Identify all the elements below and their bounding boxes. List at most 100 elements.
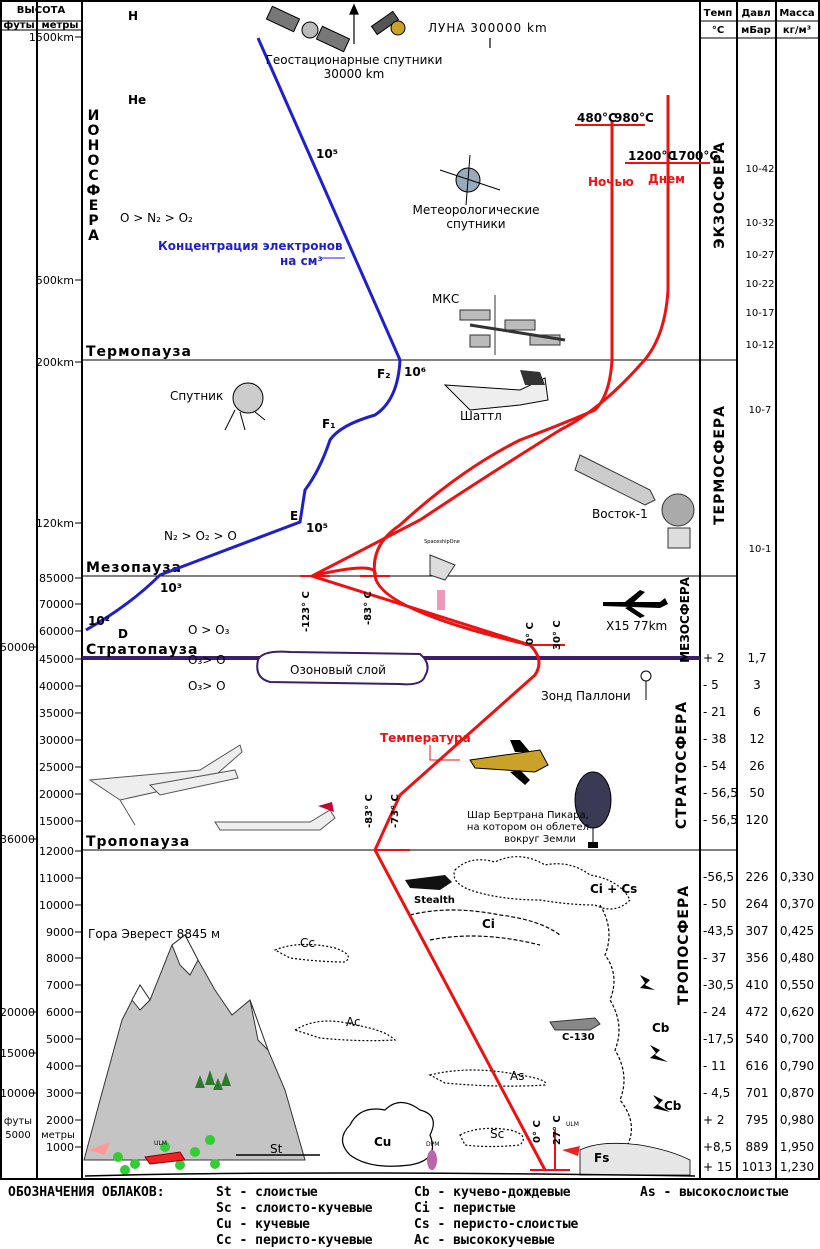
label-vostok: Восток-1: [592, 507, 648, 521]
meter-tick-label: 10000: [39, 899, 74, 912]
meter-tick-label: 85000: [39, 572, 74, 585]
ozone-label: Озоновый слой: [290, 663, 386, 677]
label-day: Днем: [648, 172, 685, 186]
label-piccard-1: Шар Бертрана Пикара,: [467, 810, 589, 821]
pressure-cell: 12: [749, 732, 764, 746]
label-he: He: [128, 93, 146, 107]
meter-tick-label: 2000: [46, 1114, 74, 1127]
pressure-cell: 307: [746, 924, 769, 938]
label-moon: ЛУНА 300000 km: [428, 21, 548, 35]
meter-tick-label: 500km: [36, 274, 74, 287]
mass-cell: 1,950: [780, 1140, 814, 1154]
temperature-cell: - 37: [703, 951, 726, 965]
layer-thermosphere: ТЕРМОСФЕРА: [712, 405, 728, 525]
mass-cell: 0,425: [780, 924, 814, 938]
temperature-cell: - 21: [703, 705, 726, 719]
label-fs: Fs: [594, 1151, 609, 1165]
temperature-cell: - 24: [703, 1005, 726, 1019]
label-meteo-1: Метеорологические: [412, 203, 539, 217]
ionosphere-letter: О: [88, 123, 101, 139]
pressure-cell: 26: [749, 759, 764, 773]
pressure-exponent-cell: 10-22: [745, 279, 774, 290]
temperature-cell: -56,5: [703, 870, 734, 884]
stratopause-label: Стратопауза: [86, 642, 198, 658]
clouds: [84, 856, 696, 1177]
label-t-m83b: -83° C: [364, 794, 375, 828]
legend-col2-3: Ac - высококучевые: [414, 1233, 555, 1248]
ozone-shape: [256, 650, 429, 686]
legend-title: ОБОЗНАЧЕНИЯ ОБЛАКОВ:: [8, 1185, 165, 1200]
legend-col2-1: Ci - перистые: [414, 1201, 516, 1216]
legend-col3-0: As - высокослоистые: [640, 1185, 789, 1200]
tropopause-label: Тропопауза: [86, 834, 190, 850]
white-knight-icon: [88, 744, 243, 826]
pressure-exponent-cell: 10-42: [745, 164, 774, 175]
label-piccard-2: на котором он облетел: [467, 822, 589, 833]
label-t27: 27° C: [552, 1115, 563, 1145]
meter-tick-label: 1000: [46, 1141, 74, 1154]
temperature-cell: -43,5: [703, 924, 734, 938]
layer-troposphere: ТРОПОСФЕРА: [676, 885, 692, 1005]
label-night: Ночью: [588, 175, 634, 189]
legend-col1-2: Cu - кучевые: [216, 1217, 310, 1232]
ionosphere-letter: Н: [88, 138, 101, 154]
meter-tick-label: 4000: [46, 1060, 74, 1073]
label-shuttle: Шаттл: [460, 409, 502, 423]
label-o3-o-1: O₃> O: [188, 653, 226, 667]
meter-tick-label: 5000: [46, 1033, 74, 1046]
spaceshipone-icon: [429, 554, 456, 610]
meter-tick-label: 70000: [39, 598, 74, 611]
pressure-cell: 264: [746, 897, 769, 911]
sputnik-icon: [224, 382, 266, 431]
label-piccard-3: вокруг Земли: [504, 834, 576, 845]
ionosphere-letter: Р: [88, 213, 99, 229]
pressure-cell: 226: [746, 870, 769, 884]
stealth-icon: [405, 875, 452, 890]
pressure-cell: 6: [753, 705, 761, 719]
header-meters: метры: [42, 20, 79, 31]
pressure-cell: 120: [746, 813, 769, 827]
label-d: D: [118, 627, 128, 641]
label-e: E: [290, 509, 298, 523]
legend-col1-3: Cc - перисто-кучевые: [216, 1233, 373, 1248]
label-ac: Ac: [346, 1015, 361, 1029]
meteo-satellite-icon: [439, 154, 501, 206]
header-height: ВЫСОТА: [17, 5, 66, 16]
feet-tick-label: 15000: [0, 1047, 35, 1060]
meter-tick-label: 20000: [39, 788, 74, 801]
header-mass-unit: кг/м³: [783, 25, 811, 36]
pressure-cell: 795: [746, 1113, 769, 1127]
ionosphere-letter: Е: [89, 198, 100, 214]
meter-tick-label: 200km: [36, 356, 74, 369]
ionosphere-letter: И: [88, 108, 101, 124]
label-cu: Cu: [374, 1135, 391, 1149]
temperature-cell: - 11: [703, 1059, 726, 1073]
ionosphere-letter: О: [88, 153, 101, 169]
x15-icon: [603, 590, 668, 618]
pressure-exponent-cell: 10-1: [749, 544, 772, 555]
ionosphere-letter: Ф: [87, 183, 102, 199]
legend-col1-0: St - слоистые: [216, 1185, 318, 1200]
pressure-cell: 3: [753, 678, 761, 692]
bottom-feet-unit: футы: [4, 1116, 32, 1127]
pressure-cell: 616: [746, 1059, 769, 1073]
temperature-cell: - 54: [703, 759, 726, 773]
label-t480: 480°C: [577, 111, 617, 125]
mass-cell: 0,980: [780, 1113, 814, 1127]
label-as: As: [510, 1069, 524, 1083]
pressure-column: 1,73612265012022626430735641047254061670…: [742, 651, 773, 1174]
label-sputnik: Спутник: [170, 389, 223, 403]
label-t1700: 1700°C: [670, 149, 718, 163]
ulm-icons: [88, 1142, 580, 1170]
everest-label: Гора Эверест 8845 м: [88, 927, 220, 941]
vostok-icon: [574, 454, 695, 549]
label-t0: 0° C: [525, 622, 536, 645]
header-temp-unit: °C: [712, 25, 724, 36]
pressure-cell: 472: [746, 1005, 769, 1019]
label-f2: F₂: [377, 367, 390, 381]
meter-tick-label: 35000: [39, 707, 74, 720]
label-probe: Зонд Паллони: [541, 689, 631, 703]
meter-tick-label: 120km: [36, 517, 74, 530]
label-ulm-2: ULM: [566, 1121, 579, 1128]
temperature-curves: [300, 95, 710, 1171]
